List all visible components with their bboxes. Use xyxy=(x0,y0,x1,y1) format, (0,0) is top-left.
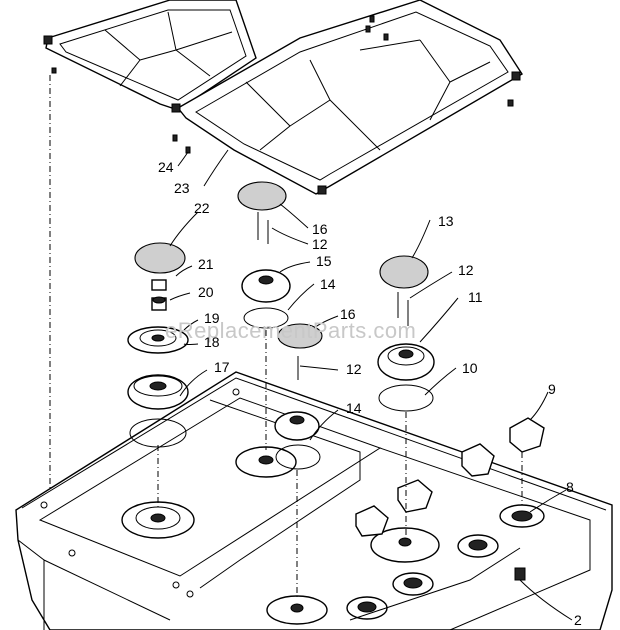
callout-9: 9 xyxy=(548,381,556,397)
callout-16-front: 16 xyxy=(340,306,356,322)
igniter-21 xyxy=(151,279,167,291)
callout-12-right: 12 xyxy=(458,262,474,278)
cooktop-base xyxy=(15,371,613,630)
burner-front-center xyxy=(266,595,328,625)
grommet xyxy=(185,146,191,154)
burner-cap-13 xyxy=(379,255,429,289)
callout-14-front: 14 xyxy=(346,400,362,416)
callout-2: 2 xyxy=(574,612,582,628)
leader-lines xyxy=(169,149,573,621)
callout-10: 10 xyxy=(462,360,478,376)
burner-head-15 xyxy=(241,269,291,303)
burner-cap-22 xyxy=(134,242,186,274)
watermark-text: eReplacementParts.com xyxy=(165,318,416,343)
gasket-14 xyxy=(243,307,289,329)
control-knobs xyxy=(355,417,545,537)
callout-12-center-front: 12 xyxy=(346,361,362,377)
grommet xyxy=(172,134,178,142)
burner-cap-16b xyxy=(277,323,323,349)
burner-right xyxy=(370,527,440,563)
callout-8: 8 xyxy=(566,479,574,495)
callout-11: 11 xyxy=(468,289,483,305)
callout-21: 21 xyxy=(198,256,214,272)
spreader-20 xyxy=(151,296,167,311)
callout-23: 23 xyxy=(174,180,190,196)
callout-15: 15 xyxy=(316,253,332,269)
callout-24: 24 xyxy=(158,159,174,175)
callout-14-back: 14 xyxy=(320,276,336,292)
burner-base-18 xyxy=(127,374,189,410)
callout-18: 18 xyxy=(204,334,220,350)
callout-13: 13 xyxy=(438,213,454,229)
callout-12-center-back: 12 xyxy=(312,236,328,252)
burner-grate xyxy=(43,0,523,195)
callout-19: 19 xyxy=(204,310,220,326)
burner-head-19 xyxy=(127,326,189,354)
callout-20: 20 xyxy=(198,284,214,300)
burner-cap-16 xyxy=(237,181,287,211)
burner-head-11 xyxy=(377,343,435,381)
callout-22: 22 xyxy=(194,200,210,216)
gasket-14b xyxy=(275,444,321,470)
burner-head-front xyxy=(274,411,320,441)
burner-center xyxy=(235,446,297,478)
grommet xyxy=(51,67,57,74)
callout-17: 17 xyxy=(214,359,230,375)
burner-left-front xyxy=(121,501,195,539)
valve-fitting xyxy=(514,567,526,581)
callout-16-back: 16 xyxy=(312,221,328,237)
gasket-10 xyxy=(378,384,434,412)
